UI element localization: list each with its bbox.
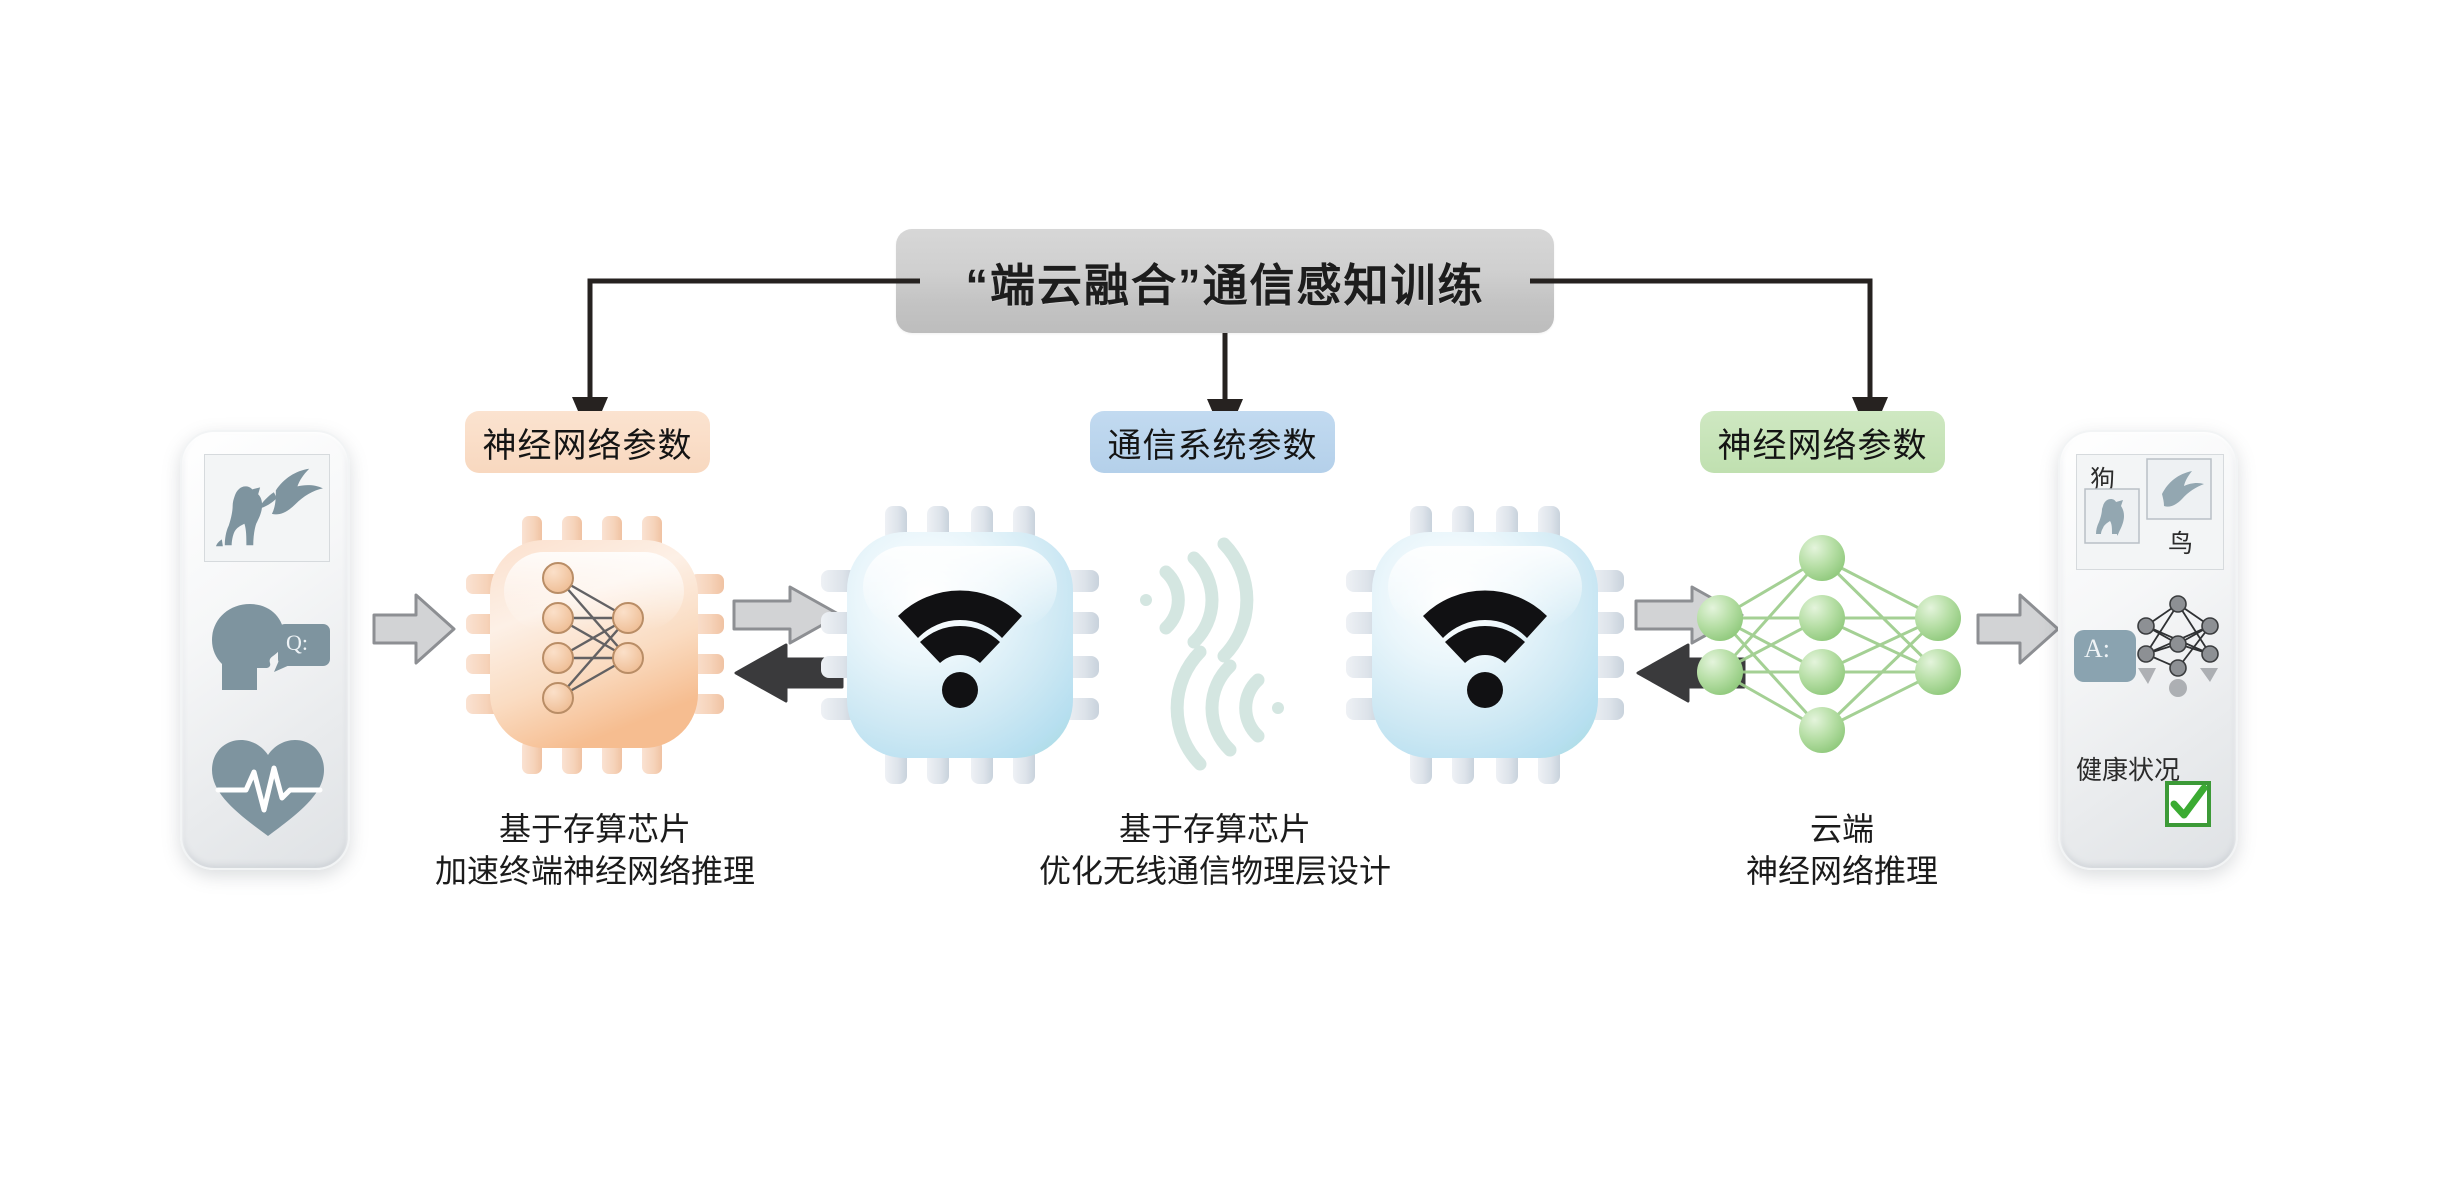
health-status-label: 健康状况 — [2076, 755, 2181, 785]
wifi-icon — [1423, 590, 1547, 708]
param-label-neural-edge[interactable]: 神经网络参数 — [465, 411, 710, 473]
wave-right — [1140, 537, 1254, 663]
bird-thumbnail — [2146, 458, 2212, 520]
bird-label: 鸟 — [2168, 530, 2194, 558]
cloud-neural-network[interactable] — [1692, 520, 1992, 800]
dog-icon — [215, 486, 263, 547]
caption-line-2: 加速终端神经网络推理 — [434, 853, 755, 890]
bird-icon — [258, 468, 323, 515]
param-label-neural-cloud[interactable]: 神经网络参数 — [1700, 411, 1945, 473]
param-label-text: 通信系统参数 — [1107, 426, 1318, 465]
dog-thumbnail — [2084, 488, 2140, 544]
param-label-communication[interactable]: 通信系统参数 — [1090, 411, 1335, 473]
arrows-edge-to-comm — [732, 585, 844, 703]
caption-line-1: 基于存算芯片 — [498, 811, 691, 847]
caption-line-1: 基于存算芯片 — [1118, 811, 1311, 847]
head-speaking-icon: Q: — [212, 604, 330, 690]
input-image-panel — [204, 454, 330, 562]
banner-title: “端云融合”通信感知训练 — [965, 259, 1485, 311]
edge-neural-chip[interactable] — [460, 510, 730, 780]
caption-edge-neural: 基于存算芯片 加速终端神经网络推理 — [385, 808, 805, 892]
caption-line-1: 云端 — [1809, 811, 1874, 847]
title-banner: “端云融合”通信感知训练 — [896, 229, 1554, 333]
output-device[interactable]: 狗 鸟 A: — [2058, 430, 2238, 870]
edge-comm-chip[interactable] — [815, 500, 1105, 790]
caption-communication: 基于存算芯片 优化无线通信物理层设计 — [985, 808, 1445, 892]
base-comm-chip[interactable] — [1340, 500, 1630, 790]
arrow-backward — [734, 643, 844, 703]
answer-bubble-text: A: — [2084, 634, 2110, 663]
arrow-cloud-to-output — [1976, 593, 2060, 665]
wireless-waves — [1140, 537, 1284, 771]
caption-cloud: 云端 神经网络推理 — [1682, 808, 2002, 892]
input-device[interactable]: Q: — [180, 430, 350, 870]
svg-text:Q:: Q: — [286, 630, 308, 655]
wifi-icon — [898, 590, 1022, 708]
heart-ecg-icon — [212, 740, 324, 836]
arrow-forward — [732, 585, 842, 645]
caption-line-2: 优化无线通信物理层设计 — [1038, 853, 1391, 890]
param-label-text: 神经网络参数 — [482, 426, 693, 465]
arrow-input-to-edge — [372, 593, 456, 665]
wave-left — [1170, 645, 1284, 771]
checkmark-icon — [2165, 781, 2211, 827]
answer-bubble: A: — [2074, 630, 2136, 682]
param-label-text: 神经网络参数 — [1717, 426, 1928, 465]
neural-net-icon — [2137, 595, 2219, 697]
caption-line-2: 神经网络推理 — [1745, 853, 1938, 890]
